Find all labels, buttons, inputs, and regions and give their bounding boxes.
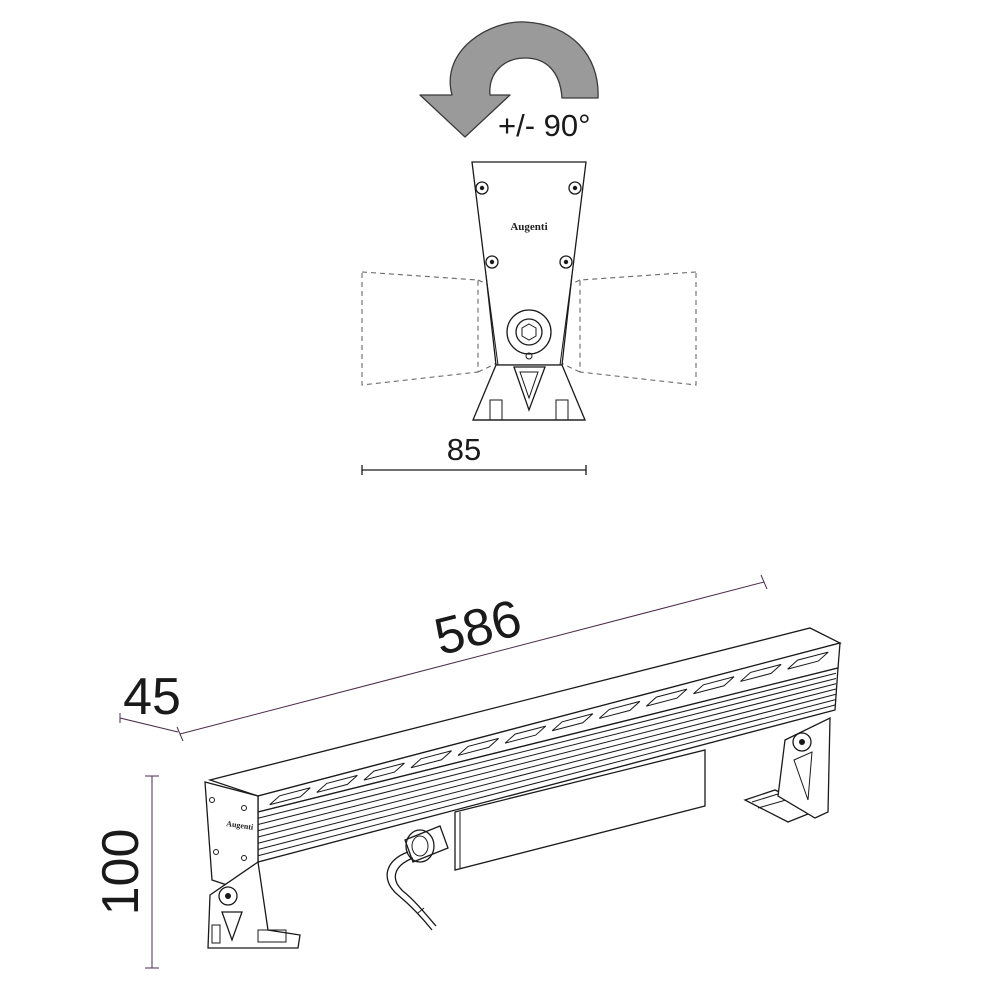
led-window	[316, 774, 358, 793]
led-window	[504, 725, 547, 744]
depth-label: 45	[123, 668, 181, 726]
heatsink-rib	[257, 693, 837, 844]
heatsink-rib	[257, 683, 837, 832]
led-window	[646, 688, 688, 707]
width-dimension	[361, 465, 587, 475]
driver-box	[454, 749, 706, 871]
front-logo: Augenti	[510, 221, 547, 233]
screw-icon	[475, 181, 582, 269]
width-label: 85	[447, 432, 481, 467]
cable-gland-icon	[386, 825, 449, 931]
iso-logo: Augenti	[226, 819, 255, 832]
led-row	[269, 651, 829, 806]
length-dimension	[176, 574, 768, 742]
led-window	[787, 651, 829, 670]
led-window	[740, 663, 782, 682]
height-label: 100	[92, 829, 150, 916]
right-bracket	[743, 716, 831, 823]
led-window	[598, 700, 641, 719]
heatsink-rib	[257, 688, 837, 838]
front-view: Augenti	[361, 161, 697, 421]
heatsink-rib	[257, 704, 837, 857]
pivot-knob-icon	[506, 309, 552, 360]
led-window	[457, 737, 499, 756]
heatsink-rib	[257, 699, 837, 850]
led-window	[363, 762, 405, 781]
height-dimension	[145, 775, 159, 969]
led-window	[693, 676, 735, 695]
left-bracket	[207, 860, 301, 949]
led-window	[551, 713, 594, 732]
heatsink-ribs	[257, 672, 837, 857]
led-window	[269, 787, 311, 806]
light-bar: Augenti	[204, 627, 842, 889]
rotation-arrow-icon	[419, 21, 599, 138]
depth-dimension	[119, 713, 179, 733]
led-window	[410, 750, 452, 769]
heatsink-rib	[257, 678, 837, 825]
length-label: 586	[429, 589, 528, 667]
heatsink-rib	[257, 672, 837, 819]
rotation-label: +/- 90°	[498, 108, 591, 143]
